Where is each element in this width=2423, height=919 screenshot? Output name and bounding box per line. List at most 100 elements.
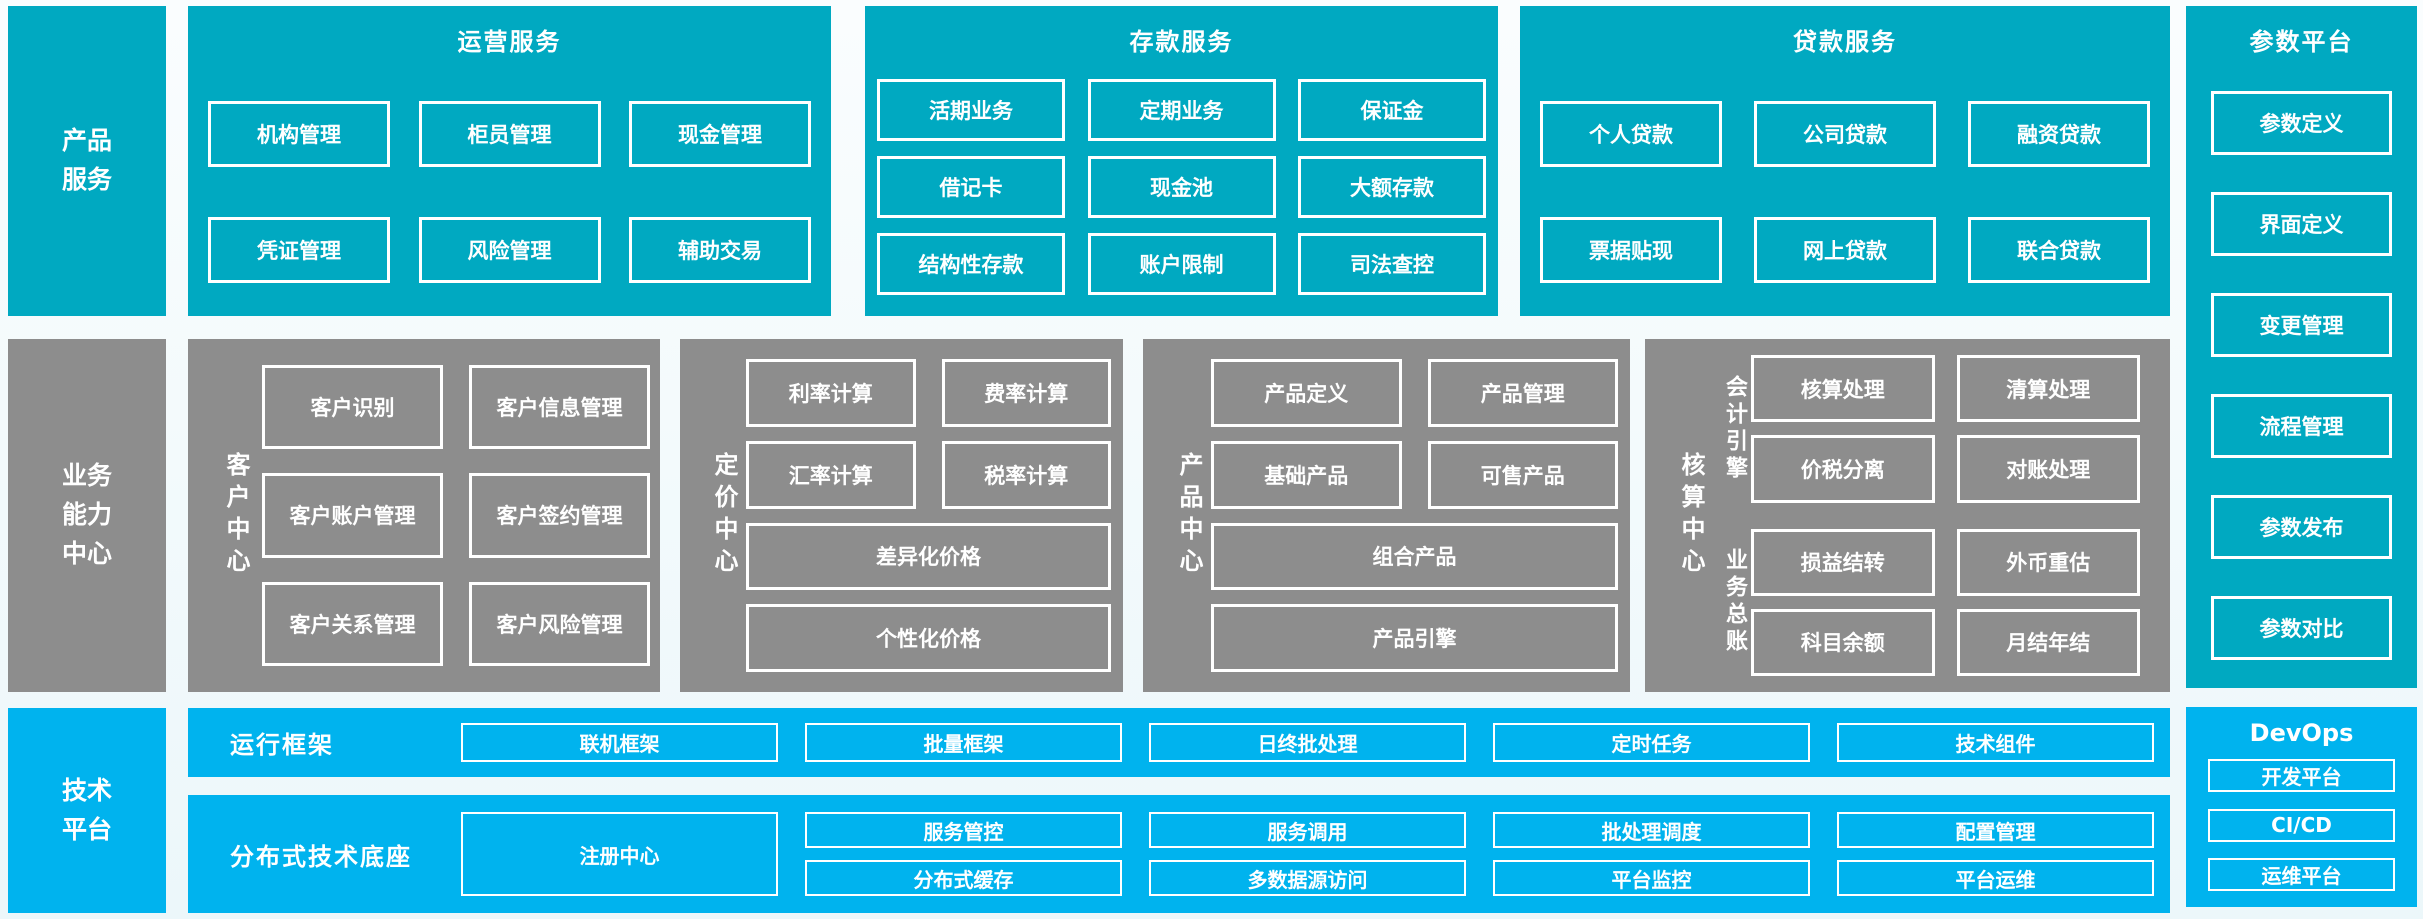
distributed-base-row: 分布式技术底座 注册中心 服务管控 分布式缓存 服务调用 多数据源访问 批处理调… xyxy=(188,795,2170,913)
distributed-base-label: 分布式技术底座 xyxy=(230,842,412,871)
parameter-platform-items: 参数定义 界面定义 变更管理 流程管理 参数发布 参数对比 xyxy=(2186,57,2417,688)
tech-box: CI/CD xyxy=(2208,808,2395,842)
loan-services-rows: 个人贷款 公司贷款 融资贷款 票据贴现 网上贷款 联合贷款 xyxy=(1520,57,2170,283)
side-label-technology-platform: 技术平台 xyxy=(8,708,166,913)
customer-center-block: 客户中心 客户识别 客户信息管理 客户账户管理 客户签约管理 客户关系管理 客户… xyxy=(188,339,660,692)
side-label-business-capability-center: 业务能力中心 xyxy=(8,339,166,692)
capability-box: 对账处理 xyxy=(1956,435,2140,503)
runtime-framework-row: 运行框架 联机框架 批量框架 日终批处理 定时任务 技术组件 xyxy=(188,708,2170,777)
capability-box-wide: 产品引擎 xyxy=(1211,604,1618,672)
deposit-services-title: 存款服务 xyxy=(1129,28,1234,56)
service-box: 融资贷款 xyxy=(1968,101,2150,167)
business-ledger-group: 业务总账 损益结转 外币重估 科目余额 月结年结 xyxy=(1703,528,2140,676)
side-label-text: 技术平台 xyxy=(61,775,112,844)
service-box: 保证金 xyxy=(1298,79,1486,141)
deposit-services-rows: 活期业务 定期业务 保证金 借记卡 现金池 大额存款 结构性存款 账户限制 司法… xyxy=(865,57,1498,295)
service-box: 流程管理 xyxy=(2211,394,2392,458)
product-center-grid: 产品定义 产品管理 基础产品 可售产品 组合产品 产品引擎 xyxy=(1201,339,1630,692)
capability-box: 客户签约管理 xyxy=(469,473,650,558)
service-box: 网上贷款 xyxy=(1754,217,1936,283)
capability-box: 费率计算 xyxy=(941,359,1111,427)
devops-title: DevOps xyxy=(2249,719,2354,747)
tech-box: 服务管控 xyxy=(805,812,1122,848)
capability-box: 产品管理 xyxy=(1427,359,1618,427)
box-row: 借记卡 现金池 大额存款 xyxy=(877,156,1486,218)
service-box: 参数定义 xyxy=(2211,91,2392,155)
accounting-engine-group: 会计引擎 核算处理 清算处理 价税分离 对账处理 xyxy=(1703,355,2140,503)
service-box: 借记卡 xyxy=(877,156,1065,218)
accounting-engine-label: 会计引擎 xyxy=(1722,374,1747,483)
capability-box: 价税分离 xyxy=(1751,435,1935,503)
capability-box: 客户账户管理 xyxy=(262,473,443,558)
distributed-column: 服务调用 多数据源访问 xyxy=(1149,812,1466,896)
customer-center-grid: 客户识别 客户信息管理 客户账户管理 客户签约管理 客户关系管理 客户风险管理 xyxy=(248,339,660,692)
service-box: 定期业务 xyxy=(1087,79,1276,141)
tech-box: 批处理调度 xyxy=(1493,812,1810,848)
tech-box: 注册中心 xyxy=(461,812,778,896)
capability-box-wide: 个性化价格 xyxy=(746,604,1111,672)
accounting-center-label: 核算中心 xyxy=(1677,451,1705,580)
tech-box: 运维平台 xyxy=(2208,858,2395,891)
pricing-center-label: 定价中心 xyxy=(710,451,738,580)
service-box: 机构管理 xyxy=(208,101,390,167)
service-box: 柜员管理 xyxy=(418,101,601,167)
service-box: 风险管理 xyxy=(418,217,601,283)
side-label-text: 业务能力中心 xyxy=(61,461,112,568)
service-box: 参数发布 xyxy=(2211,495,2392,559)
service-box: 辅助交易 xyxy=(629,217,811,283)
service-box: 联合贷款 xyxy=(1968,217,2150,283)
product-center-label: 产品中心 xyxy=(1175,451,1203,580)
service-box: 公司贷款 xyxy=(1754,101,1936,167)
parameter-platform-block: 参数平台 参数定义 界面定义 变更管理 流程管理 参数发布 参数对比 xyxy=(2186,6,2417,688)
tech-box: 平台监控 xyxy=(1493,860,1810,896)
business-ledger-label: 业务总账 xyxy=(1722,548,1747,657)
accounting-center-groups: 会计引擎 核算处理 清算处理 价税分离 对账处理 业务总账 损益结转 外币重估 … xyxy=(1703,339,2140,692)
tech-box: 分布式缓存 xyxy=(805,860,1122,896)
capability-box-wide: 差异化价格 xyxy=(746,522,1111,591)
service-box: 界面定义 xyxy=(2211,192,2392,256)
tech-box: 日终批处理 xyxy=(1149,723,1466,762)
box-row: 活期业务 定期业务 保证金 xyxy=(877,79,1486,141)
capability-box: 利率计算 xyxy=(746,359,916,427)
tech-box: 定时任务 xyxy=(1493,723,1810,762)
service-box: 结构性存款 xyxy=(877,233,1065,295)
runtime-framework-label: 运行框架 xyxy=(230,731,334,759)
pricing-center-block: 定价中心 利率计算 费率计算 汇率计算 税率计算 差异化价格 个性化价格 xyxy=(680,339,1123,692)
capability-box: 外币重估 xyxy=(1956,528,2140,596)
service-box: 账户限制 xyxy=(1087,233,1276,295)
capability-box: 客户识别 xyxy=(262,365,443,450)
capability-box: 科目余额 xyxy=(1751,608,1935,676)
box-row: 结构性存款 账户限制 司法查控 xyxy=(877,233,1486,295)
capability-box: 客户信息管理 xyxy=(469,365,650,450)
service-box: 票据贴现 xyxy=(1540,217,1722,283)
accounting-engine-grid: 核算处理 清算处理 价税分离 对账处理 xyxy=(1745,355,2140,503)
tech-box: 技术组件 xyxy=(1837,723,2154,762)
service-box: 变更管理 xyxy=(2211,293,2392,357)
side-label-text: 产品服务 xyxy=(61,126,112,194)
service-box: 活期业务 xyxy=(877,79,1065,141)
service-box: 个人贷款 xyxy=(1540,101,1722,167)
service-box: 凭证管理 xyxy=(208,217,390,283)
side-label-product-services: 产品服务 xyxy=(8,6,166,316)
operations-services-rows: 机构管理 柜员管理 现金管理 凭证管理 风险管理 辅助交易 xyxy=(188,57,831,283)
loan-services-block: 贷款服务 个人贷款 公司贷款 融资贷款 票据贴现 网上贷款 联合贷款 xyxy=(1520,6,2170,316)
parameter-platform-title: 参数平台 xyxy=(2249,28,2354,56)
business-ledger-grid: 损益结转 外币重估 科目余额 月结年结 xyxy=(1745,528,2140,676)
deposit-services-block: 存款服务 活期业务 定期业务 保证金 借记卡 现金池 大额存款 结构性存款 账户… xyxy=(865,6,1498,316)
service-box: 司法查控 xyxy=(1298,233,1486,295)
operations-services-block: 运营服务 机构管理 柜员管理 现金管理 凭证管理 风险管理 辅助交易 xyxy=(188,6,831,316)
capability-box: 可售产品 xyxy=(1427,440,1618,509)
distributed-base-items: 注册中心 服务管控 分布式缓存 服务调用 多数据源访问 批处理调度 平台监控 配… xyxy=(461,812,2154,896)
operations-services-title: 运营服务 xyxy=(457,28,562,56)
capability-box-wide: 组合产品 xyxy=(1211,522,1618,591)
box-row: 凭证管理 风险管理 辅助交易 xyxy=(208,217,811,283)
runtime-framework-items: 联机框架 批量框架 日终批处理 定时任务 技术组件 xyxy=(461,723,2154,762)
box-row: 机构管理 柜员管理 现金管理 xyxy=(208,101,811,167)
capability-box: 客户风险管理 xyxy=(469,581,650,666)
distributed-column: 批处理调度 平台监控 xyxy=(1493,812,1810,896)
devops-block: DevOps 开发平台 CI/CD 运维平台 xyxy=(2186,707,2417,907)
loan-services-title: 贷款服务 xyxy=(1793,28,1897,56)
pricing-center-grid: 利率计算 费率计算 汇率计算 税率计算 差异化价格 个性化价格 xyxy=(736,339,1123,692)
registry-column: 注册中心 xyxy=(461,812,778,896)
